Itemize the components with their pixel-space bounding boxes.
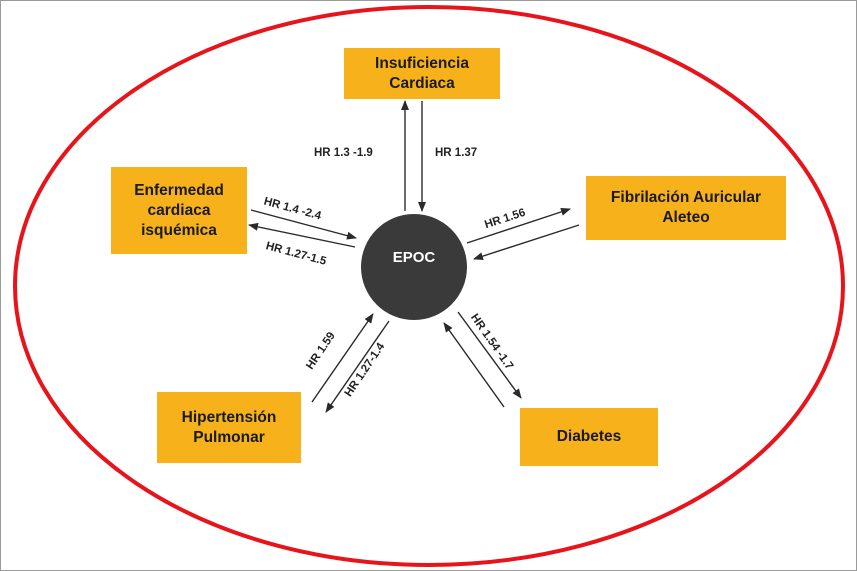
arrow-epoc-to-diabetes xyxy=(457,311,522,399)
arrow-hipertension-to-epoc xyxy=(311,313,374,403)
node-hipertension-label: Hipertensión Pulmonar xyxy=(181,408,277,446)
arrow-epoc-to-fibrilacion xyxy=(466,208,571,244)
arrow-epoc-to-enfermedad xyxy=(248,222,356,248)
node-insuficiencia-label: Insuficiencia Cardiaca xyxy=(375,54,469,92)
epoc-node xyxy=(361,214,467,320)
outer-ellipse xyxy=(13,5,845,567)
node-enfermedad-label: Enfermedad cardiaca isquémica xyxy=(134,181,224,239)
hr-label-insuficiencia-out: HR 1.3 -1.9 xyxy=(314,147,373,159)
node-diabetes-label: Diabetes xyxy=(556,428,622,445)
arrow-fibrilacion-to-epoc xyxy=(473,224,580,261)
node-hipertension-pulmonar: Hipertensión Pulmonar xyxy=(157,392,301,463)
hr-label-insuficiencia-in: HR 1.37 xyxy=(435,147,478,159)
epoc-label: EPOC xyxy=(392,249,436,266)
arrow-epoc-to-hipertension xyxy=(325,320,390,413)
node-insuficiencia-cardiaca: Insuficiencia Cardiaca xyxy=(344,48,500,99)
arrow-diabetes-to-epoc xyxy=(443,322,505,408)
node-enfermedad-cardiaca-isquemica: Enfermedad cardiaca isquémica xyxy=(111,167,247,254)
node-fibrilacion-label: Fibrilación Auricular Aleteo xyxy=(610,189,762,226)
node-fibrilacion-auricular: Fibrilación Auricular Aleteo xyxy=(586,176,786,240)
node-diabetes: Diabetes xyxy=(520,408,658,466)
arrow-enfermedad-to-epoc xyxy=(250,209,357,240)
